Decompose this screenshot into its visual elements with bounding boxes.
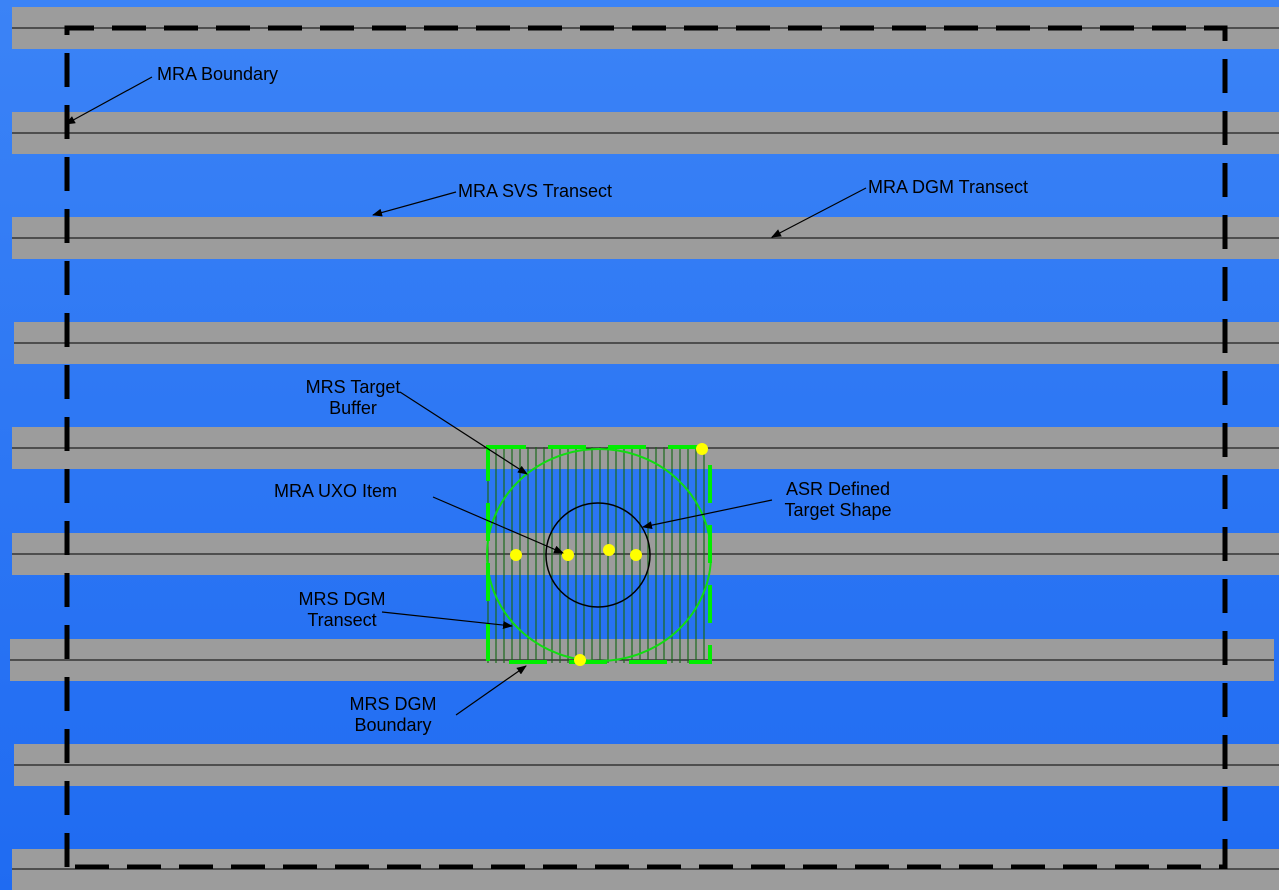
uxo-item-marker: [696, 443, 708, 455]
uxo-item-marker: [603, 544, 615, 556]
mrs-dgm-boundary: [486, 445, 712, 664]
label-mra-boundary: MRA Boundary: [157, 64, 279, 84]
uxo-item-marker: [510, 549, 522, 561]
leader-mrs-dgm-transect: [381, 611, 513, 630]
label-mra-uxo-item: MRA UXO Item: [274, 481, 398, 501]
leader-mra-boundary: [65, 76, 153, 125]
mra-boundary: [64, 25, 1228, 870]
label-mrs-target-buffer: MRS Target Buffer: [305, 377, 401, 418]
label-mra-svs-transect: MRA SVS Transect: [458, 181, 613, 201]
leader-lines: [65, 76, 867, 716]
uxo-item-marker: [630, 549, 642, 561]
label-mra-dgm-transect: MRA DGM Transect: [868, 177, 1029, 197]
label-mrs-dgm-transect: MRS DGM Transect: [298, 589, 386, 630]
uxo-item-marker: [562, 549, 574, 561]
leader-mrs-dgm-boundary: [455, 665, 527, 716]
leader-uxo-item: [432, 496, 564, 554]
leader-target-buffer: [399, 391, 528, 475]
leader-mra-dgm: [771, 187, 867, 238]
label-mrs-dgm-boundary: MRS DGM Boundary: [349, 694, 437, 735]
leader-mra-svs: [372, 191, 457, 217]
uxo-items: [510, 443, 708, 666]
leader-asr-target: [642, 499, 773, 530]
uxo-item-marker: [574, 654, 586, 666]
label-asr-defined-target-shape: ASR Defined Target Shape: [784, 479, 892, 520]
asr-target-circle: [545, 502, 651, 608]
